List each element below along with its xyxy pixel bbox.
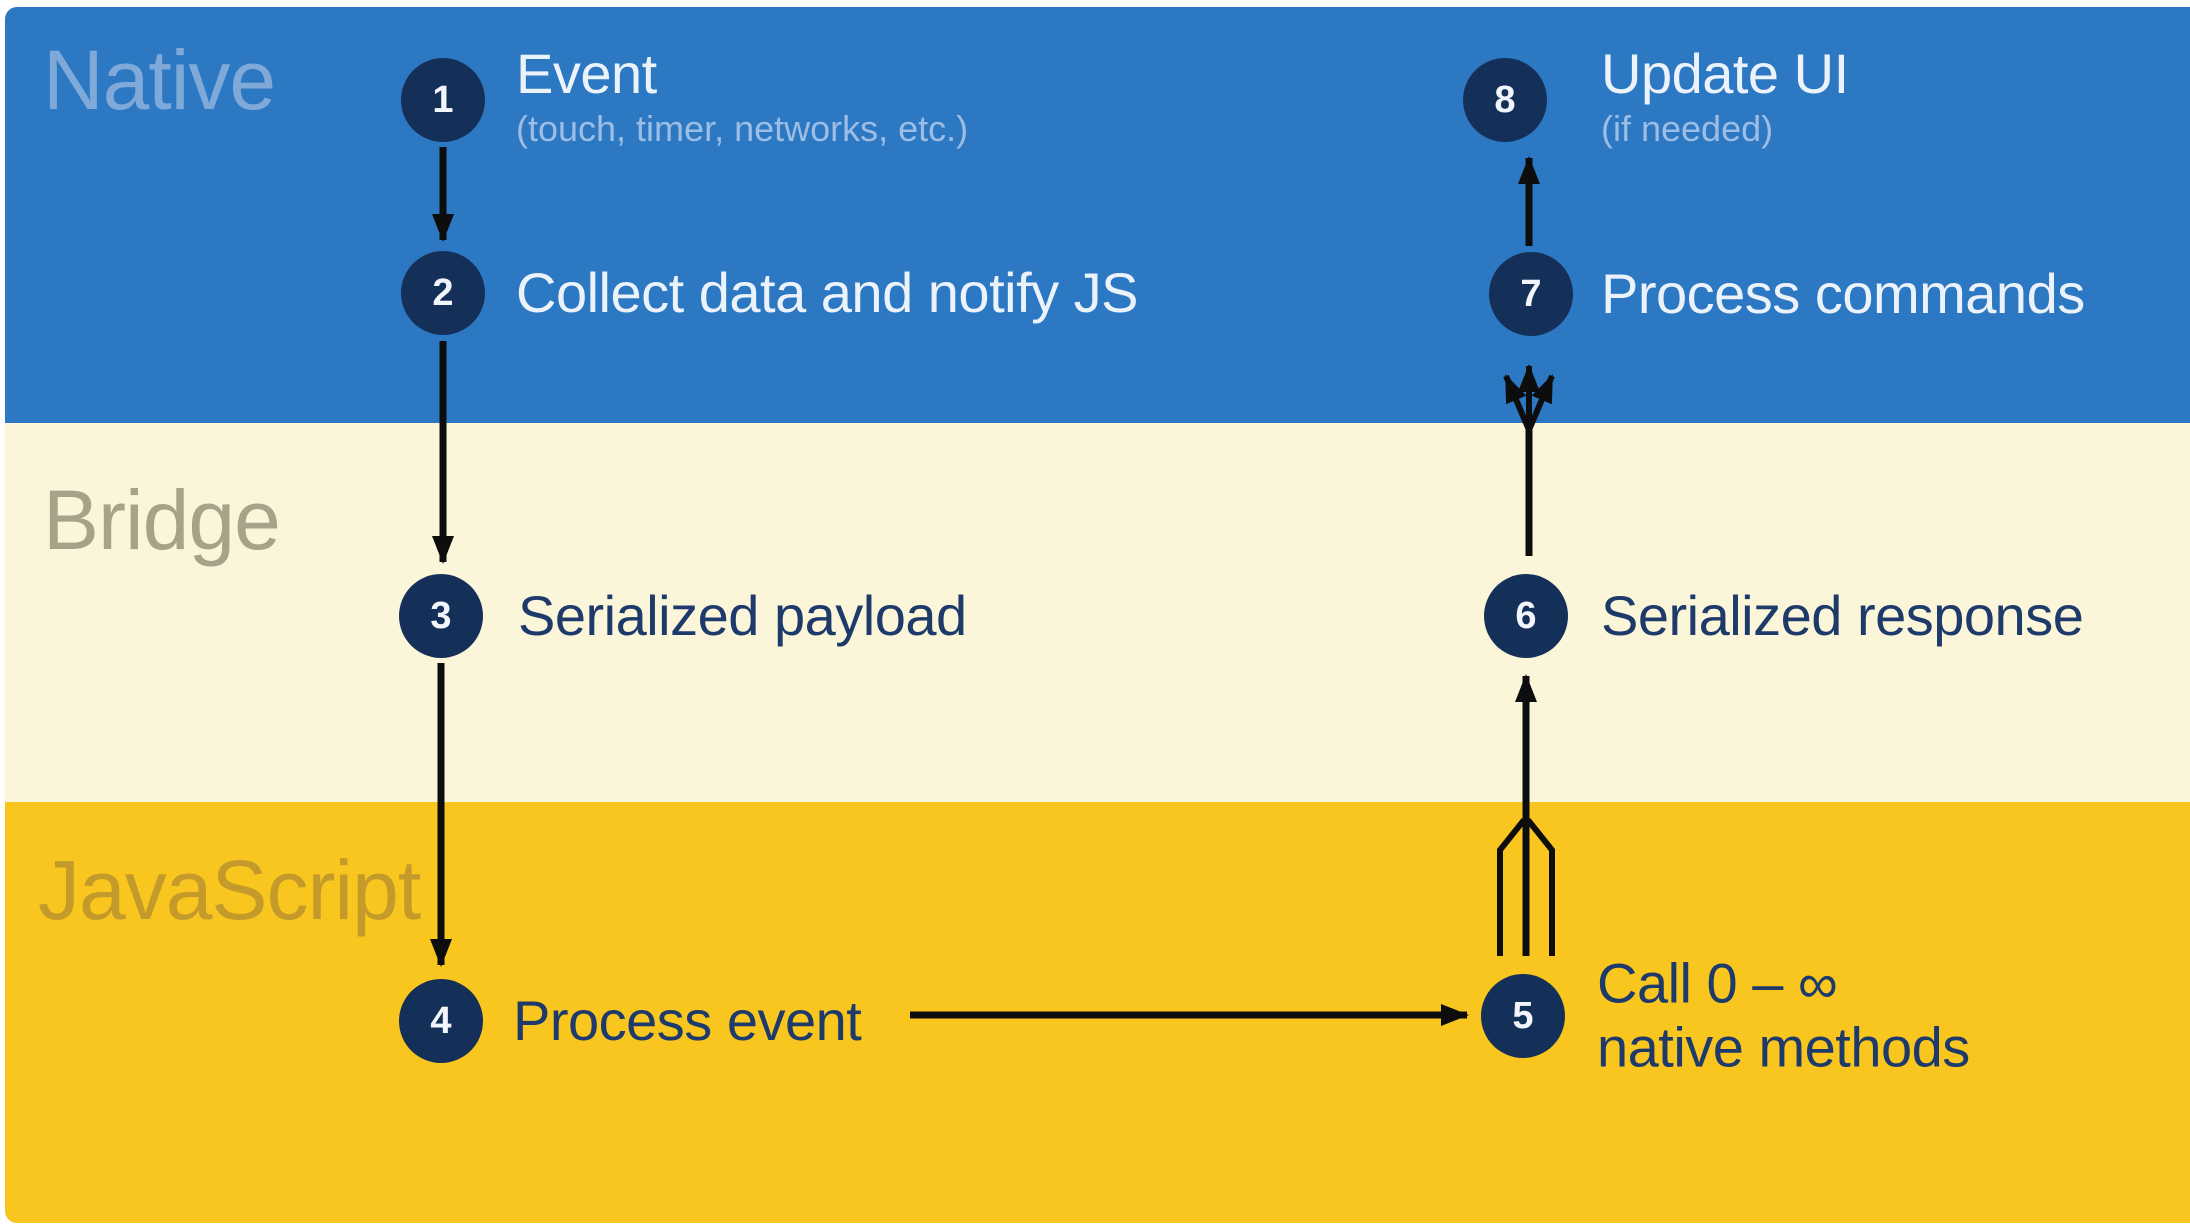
step-number-2: 2 xyxy=(432,271,454,314)
bridge-layer-label: Bridge xyxy=(43,473,281,567)
step-circle-1: 1 xyxy=(401,58,485,142)
step-circle-4: 4 xyxy=(399,979,483,1063)
step-title-update-ui: Update UI xyxy=(1601,42,1849,105)
step-number-6: 6 xyxy=(1515,594,1537,637)
step-circle-5: 5 xyxy=(1481,974,1565,1058)
step-number-5: 5 xyxy=(1512,994,1534,1037)
step-circle-6: 6 xyxy=(1484,574,1568,658)
native-layer-label: Native xyxy=(43,33,276,127)
step-number-1: 1 xyxy=(432,78,454,121)
step-number-8: 8 xyxy=(1494,78,1516,121)
step-number-4: 4 xyxy=(430,999,452,1042)
step-label-call-line1: Call 0 – ∞ xyxy=(1597,951,1838,1015)
step-circle-7: 7 xyxy=(1489,252,1573,336)
step-number-7: 7 xyxy=(1520,272,1542,315)
step-label-call-line2: native methods xyxy=(1597,1016,1970,1079)
step-subtitle-event: (touch, timer, networks, etc.) xyxy=(516,108,969,150)
javascript-layer-label: JavaScript xyxy=(38,843,421,937)
step-circle-2: 2 xyxy=(401,251,485,335)
step-label-process-event: Process event xyxy=(513,988,862,1052)
native-layer-band xyxy=(5,7,2190,423)
step-subtitle-update-ui: (if needed) xyxy=(1601,108,1774,150)
bridge-layer-band xyxy=(5,423,2190,802)
step-label-process-commands: Process commands xyxy=(1601,261,2085,325)
step-circle-8: 8 xyxy=(1463,58,1547,142)
step-label-event: Event (touch, timer, networks, etc.) xyxy=(516,42,968,151)
step-label-update-ui: Update UI (if needed) xyxy=(1601,42,1849,151)
step-circle-3: 3 xyxy=(399,574,483,658)
step-title-event: Event xyxy=(516,42,657,105)
step-label-collect-data: Collect data and notify JS xyxy=(516,260,1139,324)
step-label-serialized-payload: Serialized payload xyxy=(518,583,967,647)
step-number-3: 3 xyxy=(430,594,452,637)
step-label-call-native-methods: Call 0 – ∞ native methods xyxy=(1597,952,1970,1081)
step-label-serialized-response: Serialized response xyxy=(1601,583,2084,647)
